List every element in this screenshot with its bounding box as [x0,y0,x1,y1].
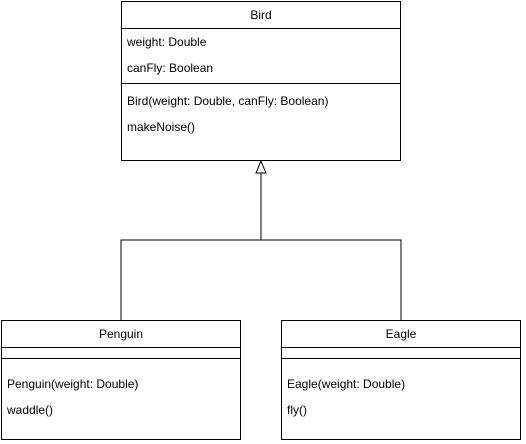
method-eagle-constructor: Eagle(weight: Double) [287,377,406,391]
class-bird-attributes: weight: Double canFly: Boolean [122,29,400,84]
class-penguin[interactable]: Penguin Penguin(weight: Double) waddle() [1,320,241,440]
method-penguin-constructor: Penguin(weight: Double) [7,377,139,391]
class-penguin-name: Penguin [2,321,240,348]
class-eagle-attributes [282,348,520,359]
eagle-inheritance-line [261,239,402,320]
class-eagle[interactable]: Eagle Eagle(weight: Double) fly() [281,320,521,440]
method-make-noise: makeNoise() [127,120,196,134]
class-eagle-methods: Eagle(weight: Double) fly() [282,359,520,423]
class-bird-name: Bird [122,2,400,29]
method-waddle: waddle() [7,403,54,417]
class-bird[interactable]: Bird weight: Double canFly: Boolean Bird… [121,1,401,161]
class-eagle-name: Eagle [282,321,520,348]
attribute-can-fly: canFly: Boolean [127,61,214,75]
penguin-inheritance-line [120,173,262,320]
class-penguin-attributes [2,348,240,359]
class-bird-methods: Bird(weight: Double, canFly: Boolean) ma… [122,84,400,140]
attribute-weight: weight: Double [127,35,207,49]
method-bird-constructor: Bird(weight: Double, canFly: Boolean) [127,94,329,108]
method-fly: fly() [287,403,307,417]
class-penguin-methods: Penguin(weight: Double) waddle() [2,359,240,423]
generalization-arrowhead-icon [255,159,267,174]
